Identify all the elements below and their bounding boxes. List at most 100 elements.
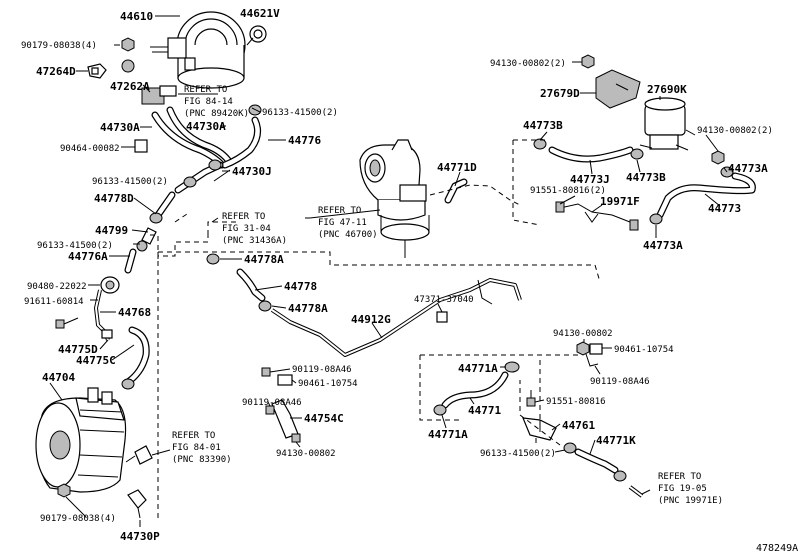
brake-booster: [150, 11, 246, 89]
ref-note-47-11: REFER TO FIG 47-11 (PNC 46700): [318, 206, 378, 240]
bolt-91551: [526, 390, 536, 407]
label-44778d: 44778D: [94, 192, 134, 205]
label-44730j: 44730J: [232, 165, 272, 178]
clamp-90464: [130, 139, 148, 153]
label-44773j: 44773J: [570, 173, 610, 186]
dashed-guides: [150, 139, 601, 520]
clip-47262a: [121, 59, 177, 105]
hose-44778d: [149, 191, 176, 224]
label-44773a-2: 44773A: [643, 239, 683, 252]
actuator-46700: [359, 139, 430, 258]
label-44778: 44778: [284, 280, 317, 293]
svg-text:(PNC 46700): (PNC 46700): [318, 230, 378, 240]
label-96133-top: 96133-41500(2): [262, 108, 338, 118]
label-44771d: 44771D: [437, 161, 477, 174]
svg-text:(PNC 83390): (PNC 83390): [172, 455, 232, 465]
connector-84-01: [125, 445, 153, 465]
clip-47264d: [87, 63, 107, 79]
label-44775d: 44775D: [58, 343, 98, 356]
label-90119-2: 90119-08A46: [242, 398, 302, 408]
leader-lines: [49, 15, 728, 527]
label-90480: 90480-22022: [27, 282, 87, 292]
clamp-47371: [436, 311, 448, 323]
label-44778a-1: 44778A: [244, 253, 284, 266]
cap-90480: [100, 276, 120, 294]
svg-text:REFER TO: REFER TO: [222, 212, 265, 222]
label-90179-top: 90179-08038(4): [21, 41, 97, 51]
svg-text:REFER TO: REFER TO: [318, 206, 361, 216]
label-94130-bottom: 94130-00802: [276, 449, 336, 459]
vsv-27690k: [639, 97, 689, 151]
hose-44778: [206, 253, 272, 312]
label-44778a-2: 44778A: [288, 302, 328, 315]
svg-text:FIG 84-14: FIG 84-14: [184, 97, 233, 107]
hose-44771: [433, 361, 520, 416]
nut-90179-bottom: [57, 483, 71, 498]
label-44730p: 44730P: [120, 530, 160, 543]
label-44773a-1: 44773A: [728, 162, 768, 175]
label-44730a-1: 44730A: [100, 121, 140, 134]
label-90119-1: 90119-08A46: [292, 365, 352, 375]
label-91611: 91611-60814: [24, 297, 84, 307]
diagram-id: 478249A: [756, 543, 798, 554]
part-labels: 44610 44621V 90179-08038(4) 47264D 47262…: [21, 7, 773, 543]
label-90179-bottom: 90179-08038(4): [40, 514, 116, 524]
label-47262a: 47262A: [110, 80, 150, 93]
fitting-44730p: [127, 489, 147, 519]
pipe-44768: [94, 289, 113, 341]
label-44704: 44704: [42, 371, 75, 384]
label-44771a-2: 44771A: [428, 428, 468, 441]
label-90464: 90464-00082: [60, 144, 120, 154]
label-94130-middle-right: 94130-00802: [553, 329, 613, 339]
svg-text:FIG 84-01: FIG 84-01: [172, 443, 221, 453]
label-96133-mid: 96133-41500(2): [92, 177, 168, 187]
nut-94130-right: [711, 150, 725, 165]
label-44776: 44776: [288, 134, 321, 147]
svg-text:FIG 19-05: FIG 19-05: [658, 484, 707, 494]
vacuum-hose-44730: [151, 104, 262, 194]
hose-44771d: [444, 178, 468, 204]
label-44912g: 44912G: [351, 313, 391, 326]
label-44775c: 44775C: [76, 354, 116, 367]
hose-44776a: [124, 248, 137, 274]
bracket-94130-90461-right: [576, 341, 603, 367]
label-94130-top-right-2: 94130-00802(2): [697, 126, 773, 136]
svg-text:FIG 47-11: FIG 47-11: [318, 218, 367, 228]
label-91551-bottom: 91551-80816: [546, 397, 606, 407]
bolt-91611: [55, 317, 79, 329]
label-44768: 44768: [118, 306, 151, 319]
label-96133-left: 96133-41500(2): [37, 241, 113, 251]
svg-text:(PNC 31436A): (PNC 31436A): [222, 236, 287, 246]
label-44730a-2: 44730A: [186, 120, 226, 133]
ref-note-19-05: REFER TO FIG 19-05 (PNC 19971E): [658, 472, 723, 506]
label-90461-2: 90461-10754: [614, 345, 674, 355]
label-44610: 44610: [120, 10, 153, 23]
label-27690k: 27690K: [647, 83, 687, 96]
svg-text:REFER TO: REFER TO: [184, 85, 227, 95]
svg-text:(PNC 19971E): (PNC 19971E): [658, 496, 723, 506]
label-94130-top-right: 94130-00802(2): [490, 59, 566, 69]
label-44771k: 44771K: [596, 434, 636, 447]
label-90461-1: 90461-10754: [298, 379, 358, 389]
label-91551-top: 91551-80816(2): [530, 186, 606, 196]
ref-note-84-14: REFER TO FIG 84-14 (PNC 89420K): [184, 85, 249, 119]
ref-note-31-04: REFER TO FIG 31-04 (PNC 31436A): [222, 212, 287, 246]
svg-text:REFER TO: REFER TO: [172, 431, 215, 441]
label-44771: 44771: [468, 404, 501, 417]
hose-44775c: [121, 326, 150, 390]
vacuum-pipe-44912g: [270, 278, 522, 357]
label-90119-3: 90119-08A46: [590, 377, 650, 387]
label-19971f: 19971F: [600, 195, 640, 208]
label-44754c: 44754C: [304, 412, 344, 425]
label-44771a-1: 44771A: [458, 362, 498, 375]
svg-text:FIG 31-04: FIG 31-04: [222, 224, 271, 234]
bracket-90119-90461-mid: [261, 367, 301, 443]
label-47264d: 47264D: [36, 65, 76, 78]
label-44773: 44773: [708, 202, 741, 215]
label-44761: 44761: [562, 419, 595, 432]
hose-44771k: [563, 442, 644, 498]
label-27679d: 27679D: [540, 87, 580, 100]
label-44799: 44799: [95, 224, 128, 237]
hose-44773j: [533, 138, 644, 163]
